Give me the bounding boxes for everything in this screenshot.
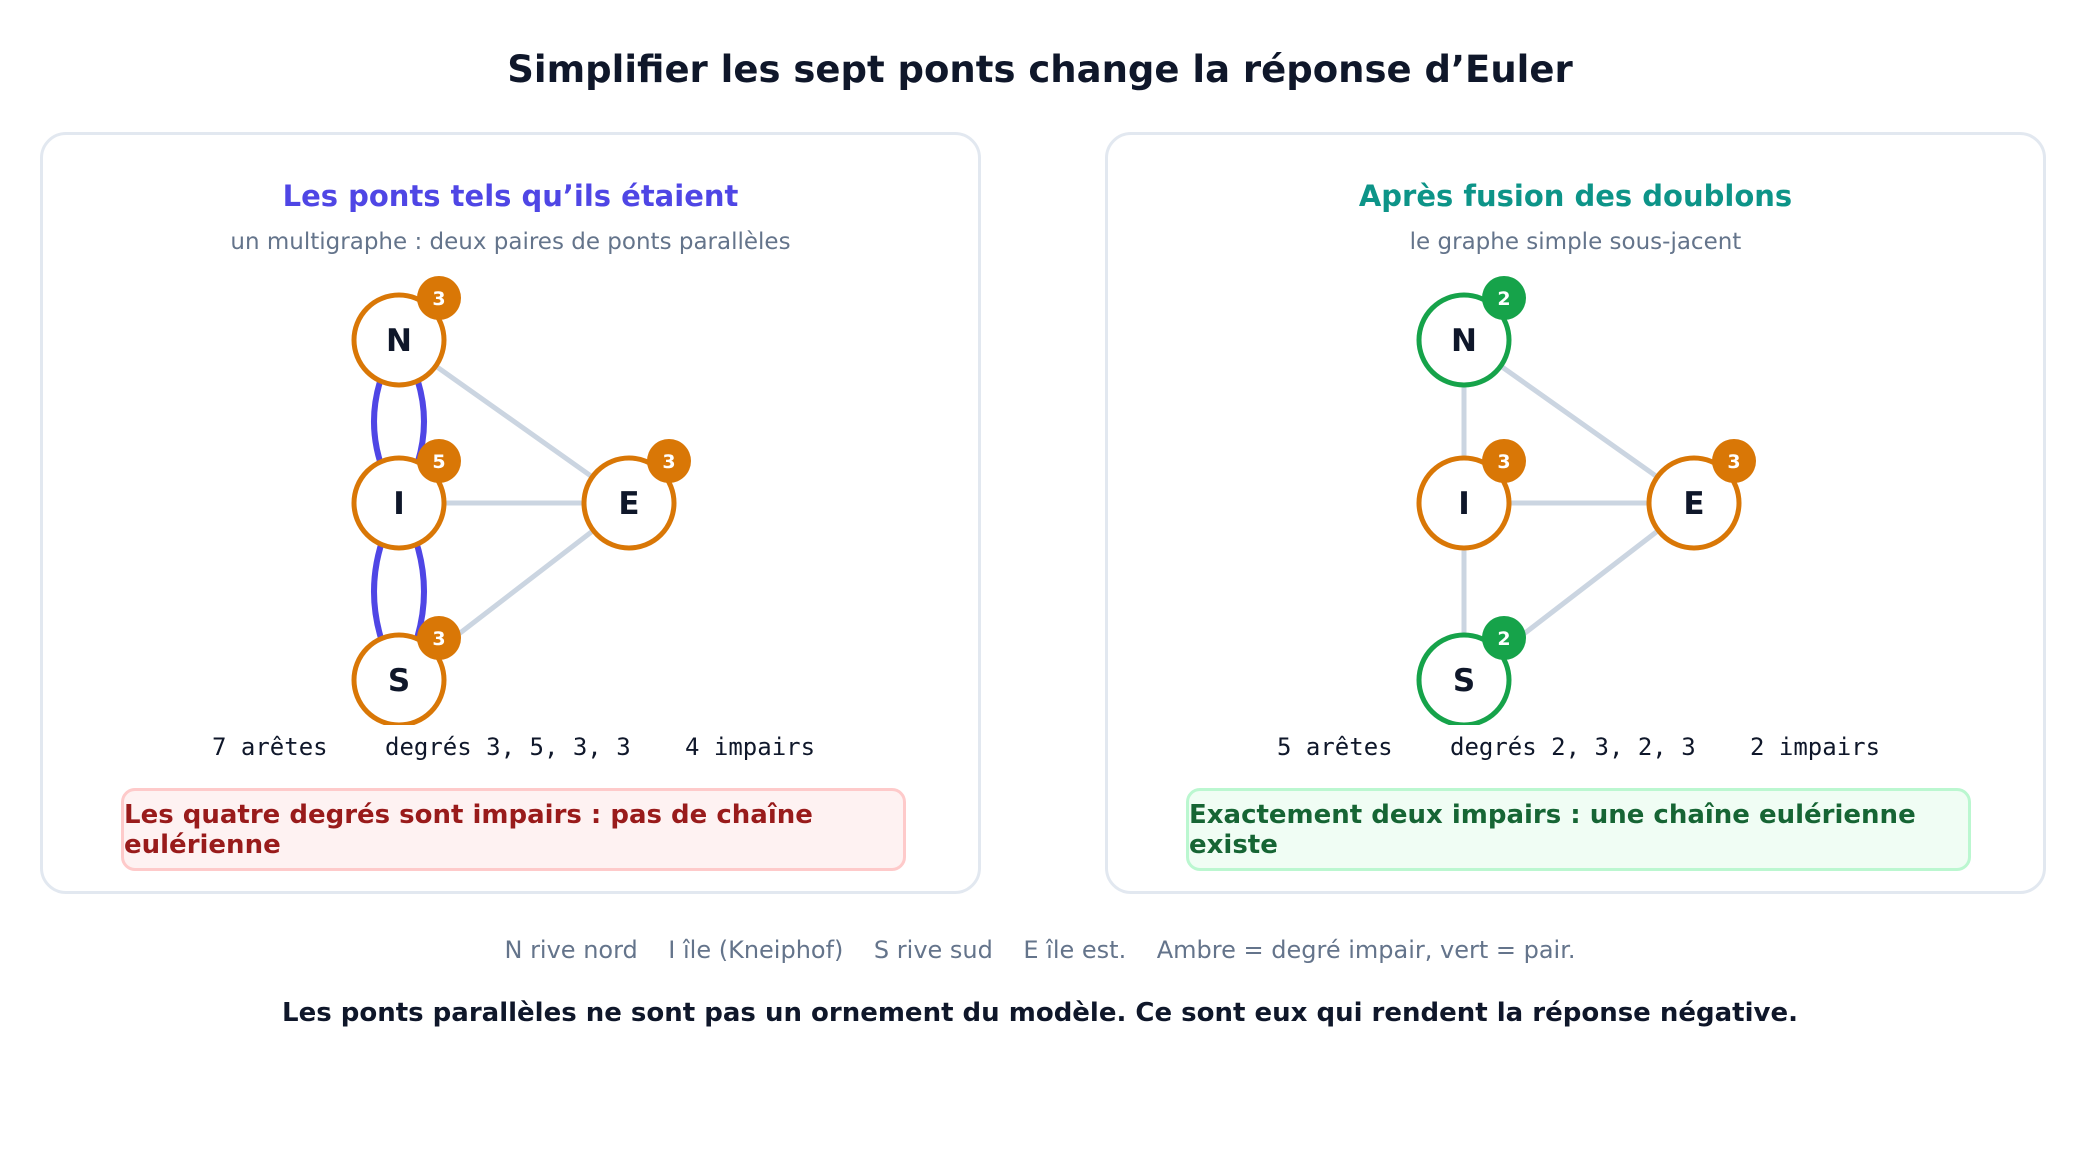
panel-title: Après fusion des doublons [1358, 179, 1793, 213]
verdict-positive: Exactement deux impairs : une chaîne eul… [1186, 788, 1971, 871]
node-label-E: E [1683, 486, 1704, 522]
node-I [1416, 455, 1512, 551]
degree-badge [1712, 439, 1756, 483]
node-N [1416, 292, 1512, 388]
node-S [351, 632, 447, 725]
degree-badge [647, 439, 691, 483]
degree-badge-value: 2 [1497, 628, 1510, 650]
degree-badge [1482, 439, 1526, 483]
node-label-I: I [1458, 486, 1470, 522]
node-S [1416, 632, 1512, 725]
panel-original-multigraph: Les ponts tels qu’ils étaient un multigr… [40, 132, 981, 894]
verdict-negative: Les quatre degrés sont impairs : pas de … [121, 788, 906, 871]
degree-badge [1482, 616, 1526, 660]
degree-badge [417, 616, 461, 660]
node-N [351, 292, 447, 388]
conclusion: Les ponts parallèles ne sont pas un orne… [282, 998, 1798, 1028]
panel-simple-graph: Après fusion des doublons le graphe simp… [1105, 132, 2046, 894]
panel-title: Les ponts tels qu’ils étaient [282, 179, 739, 213]
degree-badge-value: 3 [1497, 451, 1510, 473]
node-E [581, 455, 677, 551]
node-label-I: I [393, 486, 405, 522]
node-label-S: S [1453, 663, 1475, 699]
panel-subtitle: le graphe simple sous-jacent [1409, 229, 1742, 255]
degree-badge [1482, 276, 1526, 320]
degree-badge-value: 2 [1497, 288, 1510, 310]
page-title: Simplifier les sept ponts change la répo… [507, 48, 1573, 91]
node-label-E: E [618, 486, 639, 522]
degree-badge-value: 3 [662, 451, 675, 473]
degree-badge-value: 3 [1727, 451, 1740, 473]
node-label-N: N [386, 323, 412, 359]
node-label-N: N [1451, 323, 1477, 359]
degree-badge-value: 5 [432, 451, 445, 473]
node-E [1646, 455, 1742, 551]
edge-count: 5 arêtes [1277, 733, 1393, 761]
degree-badge-value: 3 [432, 628, 445, 650]
degree-list: degrés 2, 3, 2, 3 [1450, 733, 1696, 761]
panel-subtitle: un multigraphe : deux paires de ponts pa… [230, 229, 791, 255]
degree-badge [417, 439, 461, 483]
degree-badge-value: 3 [432, 288, 445, 310]
legend: N rive nord I île (Kneiphof) S rive sud … [504, 936, 1576, 964]
odd-count: 2 impairs [1750, 733, 1881, 761]
node-label-S: S [388, 663, 410, 699]
node-I [351, 455, 447, 551]
degree-badge [417, 276, 461, 320]
degree-list: degrés 3, 5, 3, 3 [385, 733, 631, 761]
edge-count: 7 arêtes [212, 733, 328, 761]
odd-count: 4 impairs [685, 733, 816, 761]
